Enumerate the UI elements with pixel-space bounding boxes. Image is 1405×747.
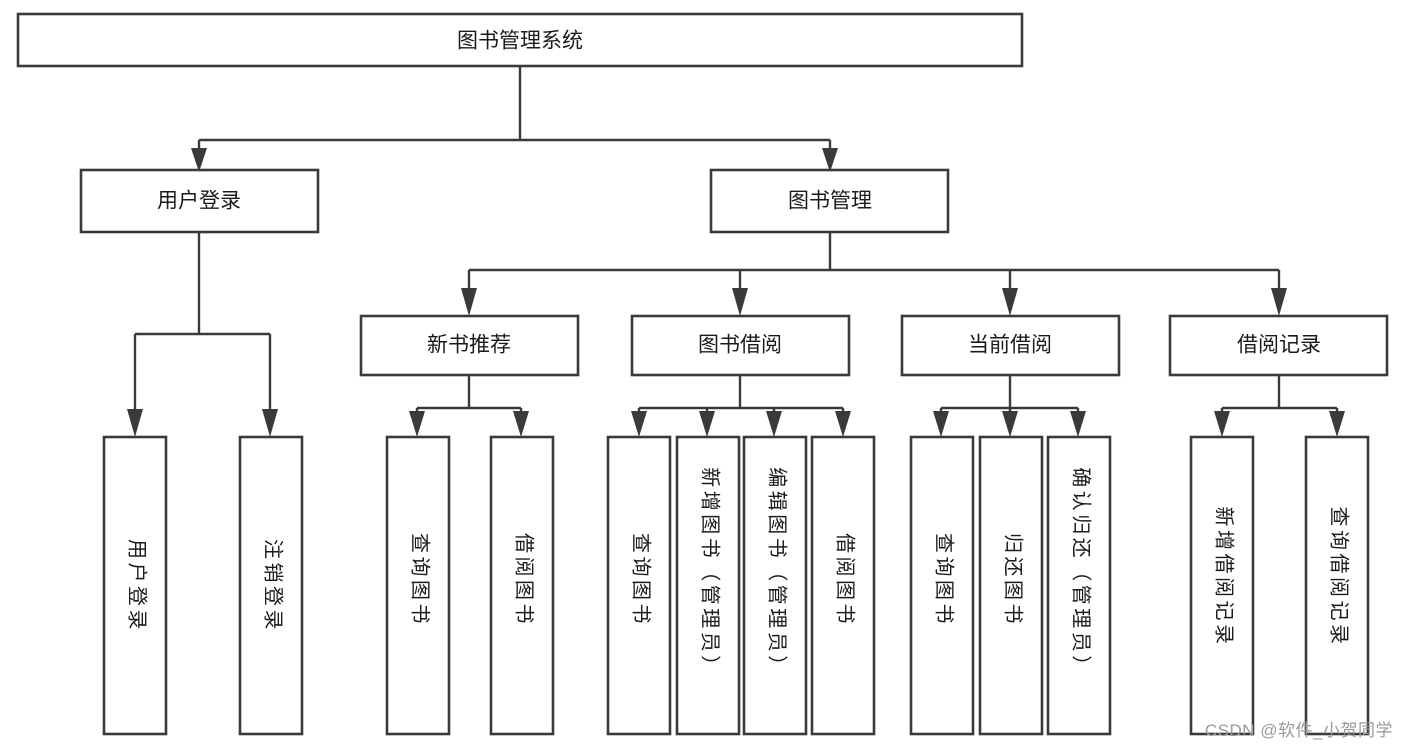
- node-leaf-confirm-return-label: 确认归还（管理员）: [1070, 467, 1093, 679]
- node-leaf-query-record-box[interactable]: [1304, 435, 1370, 736]
- node-leaf-borrow-book-2-box[interactable]: [810, 435, 876, 736]
- node-root-label: 图书管理系统: [457, 30, 583, 53]
- node-leaf-return-book-box[interactable]: [978, 435, 1044, 736]
- node-leaf-edit-book-label: 编辑图书（管理员）: [766, 467, 789, 679]
- node-leaf-borrow-book-1-box[interactable]: [489, 435, 555, 736]
- node-leaf-borrow-book-2[interactable]: 借阅图书: [810, 435, 876, 736]
- node-book-borrow[interactable]: 图书借阅: [630, 314, 851, 377]
- arrow-head-borrow-record: [1271, 288, 1287, 316]
- node-book-manage[interactable]: 图书管理: [709, 168, 950, 234]
- node-leaf-query-record[interactable]: 查询借阅记录: [1304, 435, 1370, 736]
- node-current-borrow-box[interactable]: [900, 314, 1121, 377]
- arrow-head-leaf-borrow-book-1: [513, 411, 529, 437]
- node-new-book-rec-box[interactable]: [359, 314, 580, 377]
- node-borrow-record[interactable]: 借阅记录: [1168, 314, 1389, 377]
- arrow-head-leaf-query-record: [1329, 411, 1345, 437]
- arrow-head-leaf-add-book: [699, 411, 715, 437]
- node-book-manage-label: 图书管理: [788, 190, 872, 213]
- arrow-head-leaf-add-record: [1214, 411, 1230, 437]
- node-leaf-query-book-3-box[interactable]: [909, 435, 975, 736]
- node-leaf-add-record-label: 新增借阅记录: [1213, 507, 1236, 648]
- node-user-login-box[interactable]: [79, 168, 320, 234]
- arrow-head-leaf-query-book-3: [933, 411, 949, 437]
- node-new-book-rec[interactable]: 新书推荐: [359, 314, 580, 377]
- arrow-head-leaf-confirm-return: [1070, 411, 1086, 437]
- node-new-book-rec-label: 新书推荐: [427, 334, 511, 357]
- node-leaf-return-book[interactable]: 归还图书: [978, 435, 1044, 736]
- node-leaf-logout-login-box[interactable]: [238, 435, 304, 736]
- node-leaf-query-book-2-label: 查询图书: [630, 533, 653, 627]
- node-leaf-logout-login-label: 注销登录: [262, 539, 285, 633]
- node-leaf-add-book-label: 新增图书（管理员）: [699, 467, 722, 679]
- node-current-borrow-label: 当前借阅: [968, 334, 1052, 357]
- node-leaf-return-book-label: 归还图书: [1002, 533, 1025, 627]
- node-book-borrow-label: 图书借阅: [698, 334, 782, 357]
- node-borrow-record-label: 借阅记录: [1237, 334, 1321, 357]
- arrow-head-leaf-edit-book: [766, 411, 782, 437]
- node-leaf-user-login-label: 用户登录: [126, 539, 149, 633]
- arrow-head-leaf-logout-login: [262, 409, 278, 437]
- node-leaf-query-book-2[interactable]: 查询图书: [606, 435, 672, 736]
- node-current-borrow[interactable]: 当前借阅: [900, 314, 1121, 377]
- node-user-login[interactable]: 用户登录: [79, 168, 320, 234]
- arrow-head-leaf-query-book-1: [409, 411, 425, 437]
- arrow-head-leaf-query-book-2: [631, 411, 647, 437]
- node-leaf-confirm-return-box[interactable]: [1046, 435, 1112, 736]
- node-leaf-query-book-3[interactable]: 查询图书: [909, 435, 975, 736]
- node-root[interactable]: 图书管理系统: [16, 12, 1024, 68]
- node-leaf-query-book-1-label: 查询图书: [409, 533, 432, 627]
- node-leaf-query-book-3-label: 查询图书: [933, 533, 956, 627]
- node-leaf-query-book-1[interactable]: 查询图书: [385, 435, 451, 736]
- node-leaf-edit-book[interactable]: 编辑图书（管理员）: [742, 435, 808, 736]
- node-leaf-logout-login[interactable]: 注销登录: [238, 435, 304, 736]
- node-leaf-query-book-2-box[interactable]: [606, 435, 672, 736]
- node-leaf-query-record-label: 查询借阅记录: [1328, 507, 1351, 648]
- connector-layer: [127, 66, 1345, 437]
- arrow-head-current-borrow: [1002, 288, 1018, 316]
- node-leaf-edit-book-box[interactable]: [742, 435, 808, 736]
- node-leaf-query-book-1-box[interactable]: [385, 435, 451, 736]
- node-leaf-borrow-book-2-label: 借阅图书: [834, 533, 857, 627]
- node-user-login-label: 用户登录: [157, 190, 241, 213]
- arrow-head-new-book-rec: [461, 288, 477, 316]
- node-leaf-borrow-book-1-label: 借阅图书: [513, 533, 536, 627]
- node-leaf-user-login-box[interactable]: [102, 435, 168, 736]
- node-leaf-borrow-book-1[interactable]: 借阅图书: [489, 435, 555, 736]
- node-leaf-add-record-box[interactable]: [1189, 435, 1255, 736]
- node-leaf-user-login[interactable]: 用户登录: [102, 435, 168, 736]
- node-borrow-record-box[interactable]: [1168, 314, 1389, 377]
- arrow-head-leaf-user-login: [127, 409, 143, 437]
- node-book-borrow-box[interactable]: [630, 314, 851, 377]
- arrow-head-book-manage: [822, 148, 838, 172]
- node-leaf-add-book[interactable]: 新增图书（管理员）: [675, 435, 741, 736]
- arrow-head-book-borrow: [732, 288, 748, 316]
- node-root-box[interactable]: [16, 12, 1024, 68]
- arrow-head-user-login: [191, 148, 207, 172]
- node-leaf-confirm-return[interactable]: 确认归还（管理员）: [1046, 435, 1112, 736]
- node-leaf-add-book-box[interactable]: [675, 435, 741, 736]
- node-leaf-add-record[interactable]: 新增借阅记录: [1189, 435, 1255, 736]
- arrow-head-leaf-return-book: [1002, 411, 1018, 437]
- node-book-manage-box[interactable]: [709, 168, 950, 234]
- arrow-head-leaf-borrow-book-2: [835, 411, 851, 437]
